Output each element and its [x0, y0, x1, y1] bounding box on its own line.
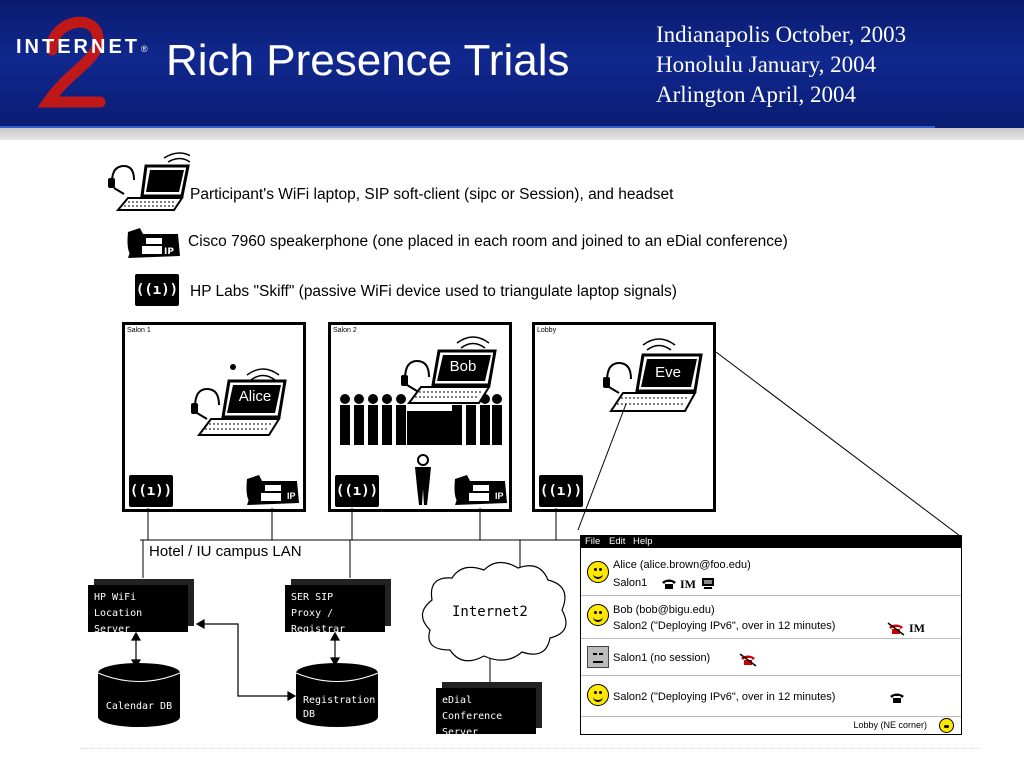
smiley-icon [939, 718, 954, 733]
server-line: Location Server [94, 608, 143, 635]
menu-bar: File Edit Help [581, 536, 961, 548]
room-label: Salon 1 [127, 327, 151, 334]
skiff-icon: ((ı)) [539, 475, 583, 507]
internet2-swoosh-icon [37, 16, 106, 108]
date-line-1: Indianapolis October, 2003 [656, 22, 907, 47]
skiff-icon: ((ı)) [135, 274, 179, 306]
header-divider [0, 128, 1024, 140]
laptop-headset-icon [108, 152, 190, 211]
laptop-headset-icon [603, 338, 703, 412]
ip-phone-icon [454, 475, 507, 505]
room-salon2: Salon 2 Bob ((ı)) [328, 322, 512, 512]
contact-status: Salon1 [613, 577, 648, 589]
smiley-icon [587, 604, 609, 626]
date-line-2: Honolulu January, 2004 [656, 52, 877, 77]
logo-text: INTERNET [16, 36, 140, 58]
contact-entry-alice[interactable]: Alice (alice.brown@foo.edu) Salon1 IM [581, 549, 961, 596]
sip-proxy-server: SER SIP Proxy / Registrar [285, 585, 385, 635]
db-line: DB [303, 709, 316, 720]
edial-server: eDial Conference Server [436, 688, 536, 738]
im-label: IM [680, 577, 696, 591]
contact-name: Alice (alice.brown@foo.edu) [613, 559, 751, 571]
link-client-laptop [577, 403, 627, 531]
database-icons [98, 663, 378, 727]
date-line-3: Arlington April, 2004 [656, 82, 856, 107]
skiff-icon: ((ı)) [335, 475, 379, 507]
contact-entry-salon2[interactable]: Salon2 ("Deploying IPv6", over in 12 min… [581, 676, 961, 717]
contact-name: Bob (bob@bigu.edu) [613, 604, 715, 616]
ip-phone-icon: IP [127, 228, 180, 258]
room-lobby: Lobby Eve ((ı)) [532, 322, 716, 512]
laptop-user-label: Alice [238, 388, 272, 405]
server-line: eDial Conference [442, 695, 503, 722]
legend-skiff-text: HP Labs "Skiff" (passive WiFi device use… [190, 283, 677, 300]
callout-line [715, 351, 961, 537]
im-label: IM [909, 621, 925, 635]
slide-header: INTERNET ® Rich Presence Trials Indianap… [0, 0, 1024, 130]
phone-busy-icon [739, 653, 757, 667]
phone-ip-label: IP [287, 491, 296, 501]
page-title: Rich Presence Trials [166, 36, 570, 85]
server-line: Server [442, 727, 479, 738]
footer-rule [80, 748, 980, 749]
contact-status: Salon2 ("Deploying IPv6", over in 12 min… [613, 620, 836, 632]
logo-registered-mark: ® [141, 44, 148, 54]
server-line: HP WiFi [94, 592, 137, 603]
blank-face-icon [587, 646, 609, 668]
lan-label: Hotel / IU campus LAN [149, 543, 302, 560]
location-server: HP WiFi Location Server [88, 585, 188, 635]
phone-icon [890, 693, 904, 703]
db-line: Registration [303, 695, 376, 706]
contact-entry-salon1[interactable]: Salon1 (no session) [581, 639, 961, 676]
client-location-status: Lobby (NE corner) [853, 720, 927, 730]
computer-icon [702, 578, 714, 589]
presenter-icon [415, 454, 431, 505]
menu-help[interactable]: Help [633, 536, 653, 547]
phone-busy-icon [887, 622, 905, 636]
internet2-label: Internet2 [452, 604, 528, 620]
header-accent-line [0, 126, 935, 129]
smiley-icon [587, 561, 609, 583]
svg-text:IP: IP [164, 247, 174, 257]
room-label: Lobby [537, 327, 557, 334]
phone-icon [662, 579, 676, 589]
presence-client-window: File Edit Help Alice (alice.brown@foo.ed… [580, 535, 962, 735]
legend-phone-text: Cisco 7960 speakerphone (one placed in e… [188, 233, 788, 250]
menu-edit[interactable]: Edit [609, 536, 626, 547]
laptop-user-label: Eve [655, 364, 681, 381]
skiff-icon: ((ı)) [129, 475, 173, 507]
laptop-user-label: Bob [449, 358, 477, 375]
legend-laptop-text: Participant's WiFi laptop, SIP soft-clie… [190, 186, 674, 203]
server-line: Proxy / Registrar [291, 608, 346, 635]
laptop-headset-icon [191, 364, 287, 436]
phone-ip-label: IP [495, 491, 504, 501]
server-line: SER SIP [291, 592, 334, 603]
contact-status: Salon2 ("Deploying IPv6", over in 12 min… [613, 691, 836, 703]
room-salon1: Salon 1 ((ı)) IP Alice [122, 322, 306, 512]
contact-entry-bob[interactable]: Bob (bob@bigu.edu) Salon2 ("Deploying IP… [581, 596, 961, 639]
room-label: Salon 2 [333, 327, 357, 334]
smiley-icon [587, 684, 609, 706]
contact-status: Salon1 (no session) [613, 652, 711, 664]
menu-file[interactable]: File [585, 536, 601, 547]
internet2-cloud-icon [421, 561, 567, 662]
ip-phone-icon [246, 475, 299, 505]
calendar-db-label: Calendar DB [105, 701, 173, 712]
laptop-headset-icon [401, 336, 497, 404]
registration-db-label: Registration DB [303, 694, 375, 722]
